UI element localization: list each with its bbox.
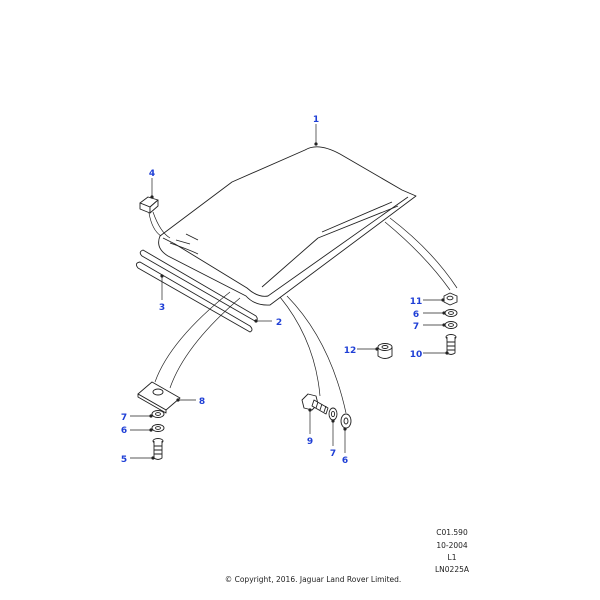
clip-part [139, 196, 159, 214]
diagram-reference: C01.590 [436, 528, 468, 537]
assembly-guide-lines [148, 211, 458, 414]
roof-panel [158, 146, 417, 306]
callout-4: 4 [149, 169, 155, 179]
spring-washer-right [444, 321, 458, 329]
diagram-level: L1 [448, 553, 457, 562]
callout-8: 8 [199, 397, 205, 407]
plain-washer-left [151, 424, 165, 432]
callout-11: 11 [410, 297, 423, 307]
seal-strip-lower [135, 261, 253, 333]
diagram-date: 10-2004 [436, 541, 468, 550]
callout-6-right: 6 [413, 310, 419, 320]
callout-1: 1 [313, 115, 319, 125]
callout-9: 9 [307, 437, 313, 447]
grommet [377, 343, 393, 359]
plain-washer-bottom [340, 413, 352, 429]
callout-7-right: 7 [413, 322, 419, 332]
callout-6-left: 6 [121, 426, 127, 436]
callout-12: 12 [344, 346, 357, 356]
callout-7-bottom: 7 [330, 449, 336, 459]
callout-leaders [130, 124, 449, 460]
callout-3: 3 [159, 303, 165, 313]
callout-6-bottom: 6 [342, 456, 348, 466]
bolt-bottom [301, 393, 329, 415]
spring-washer-left [151, 410, 165, 418]
bolt-left [152, 438, 164, 460]
callout-2: 2 [276, 318, 282, 328]
callout-7-left: 7 [121, 413, 127, 423]
diagram-code: LN0225A [435, 565, 470, 574]
nut-right [443, 292, 458, 306]
bolt-right [445, 334, 457, 355]
callout-5: 5 [121, 455, 127, 465]
spring-washer-bottom [328, 407, 338, 421]
plain-washer-right [444, 309, 458, 317]
copyright-notice: © Copyright, 2016. Jaguar Land Rover Lim… [225, 575, 402, 584]
mounting-bracket [137, 381, 181, 414]
callout-10: 10 [410, 350, 423, 360]
